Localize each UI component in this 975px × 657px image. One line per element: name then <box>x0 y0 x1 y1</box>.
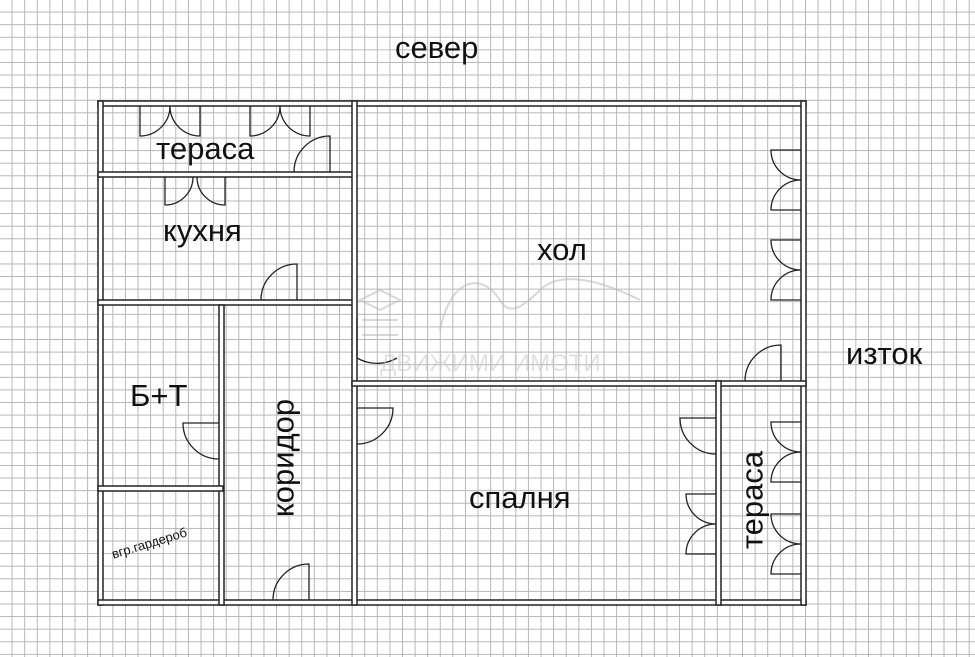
door-swing <box>249 105 281 137</box>
wall-bath-corridor <box>218 304 225 606</box>
watermark-logo <box>357 278 641 336</box>
room-label-terrace-north: тераса <box>156 131 255 166</box>
door-swing <box>164 176 194 206</box>
wall-terrace-kitchen <box>97 171 357 178</box>
door-swing <box>744 344 782 382</box>
door-swing <box>679 417 717 455</box>
room-label-kitchen: кухня <box>163 213 242 248</box>
door-swing <box>260 263 298 301</box>
door-swing <box>770 179 802 211</box>
door-swing <box>196 176 226 206</box>
door-swing <box>770 149 802 181</box>
door-swing <box>356 318 398 365</box>
outer-wall-right <box>800 100 807 606</box>
door-swing <box>182 422 220 460</box>
wall-bath-wardrobe <box>97 485 224 492</box>
room-label-terrace-east: тераса <box>734 450 770 550</box>
room-label-corridor: коридор <box>265 398 301 518</box>
door-swing <box>770 239 802 271</box>
room-label-bathroom: Б+Т <box>130 378 188 413</box>
room-label-bedroom: спалня <box>469 480 571 515</box>
outer-wall-bottom <box>97 599 807 606</box>
compass-north-label: север <box>395 30 479 65</box>
walls <box>97 100 807 606</box>
wall-hall-bottom <box>351 380 807 387</box>
door-swing <box>272 563 310 601</box>
door-swing <box>685 523 717 555</box>
door-swing <box>293 135 331 173</box>
door-swing <box>770 451 802 483</box>
outer-wall-top <box>97 100 807 107</box>
door-swing <box>770 543 802 575</box>
door-swing <box>279 105 311 137</box>
wall-left-block-right <box>351 100 358 606</box>
door-swing <box>770 421 802 453</box>
door-swing <box>685 493 717 525</box>
door-swing <box>770 513 802 545</box>
doors <box>139 105 802 601</box>
room-label-hall: хол <box>537 232 587 267</box>
wall-bedroom-terrace <box>715 380 722 606</box>
wall-kitchen-bottom <box>97 299 357 306</box>
door-swing <box>169 105 201 137</box>
watermark-text: ДВИЖИМИ ИМОТИ <box>380 350 601 377</box>
compass-east-label: изток <box>846 336 923 371</box>
door-swing <box>770 269 802 301</box>
door-swing <box>356 407 394 445</box>
door-swing <box>139 105 171 137</box>
